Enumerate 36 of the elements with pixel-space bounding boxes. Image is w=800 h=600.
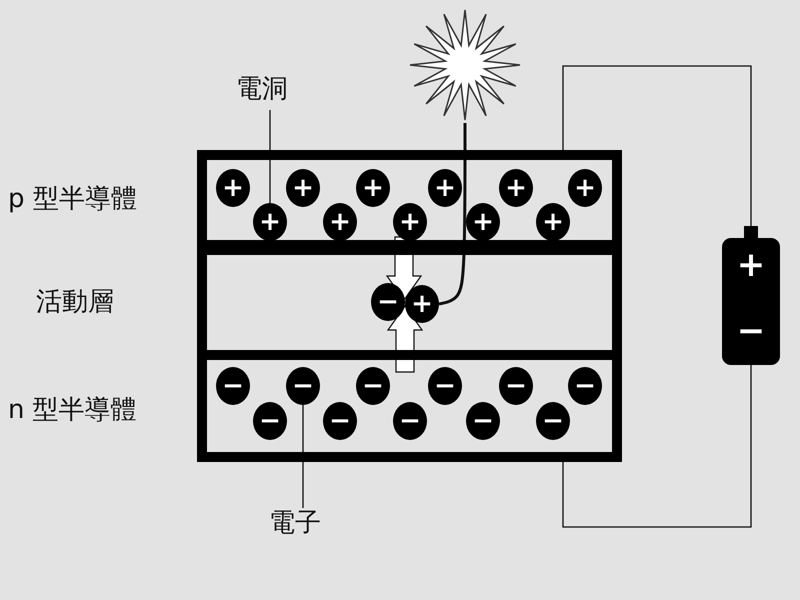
charge-carrier: + (216, 169, 250, 207)
polarity-sign: + (736, 248, 766, 282)
carrier-circle: − (371, 283, 405, 321)
charge-carrier: − (253, 402, 287, 440)
charge-carrier: − (568, 367, 602, 405)
charge-carrier: − (216, 367, 250, 405)
charge-carrier: + (466, 203, 500, 241)
charge-carrier: − (536, 402, 570, 440)
charge-carrier: + (253, 203, 287, 241)
wire (562, 65, 752, 226)
charge-carrier: + (536, 203, 570, 241)
leader-line (269, 110, 271, 203)
charge-carrier: − (428, 367, 462, 405)
charge-carrier: − (286, 367, 320, 405)
layer-label: 活動層 (36, 287, 114, 318)
charge-carrier: + (499, 169, 533, 207)
polarity-sign: − (736, 314, 766, 348)
wire (562, 365, 752, 528)
callout-label: 電洞 (236, 74, 304, 110)
charge-carrier: − (393, 402, 427, 440)
layer-label: n 型半導體 (8, 395, 137, 426)
layer-label: p 型半導體 (8, 184, 137, 216)
charge-carrier: + (428, 169, 462, 207)
charge-carrier: − (323, 402, 357, 440)
charge-carrier: − (466, 402, 500, 440)
charge-carrier: − (356, 367, 390, 405)
charge-carrier: + (393, 203, 427, 241)
carrier-circle: + (405, 285, 439, 323)
emission-line (438, 123, 466, 306)
leader-line (302, 405, 304, 508)
charge-carrier: + (568, 169, 602, 207)
charge-carrier: + (356, 169, 390, 207)
charge-carrier: − (499, 367, 533, 405)
charge-carrier: + (286, 169, 320, 207)
charge-carrier: + (323, 203, 357, 241)
callout-label: 電子 (269, 508, 337, 544)
